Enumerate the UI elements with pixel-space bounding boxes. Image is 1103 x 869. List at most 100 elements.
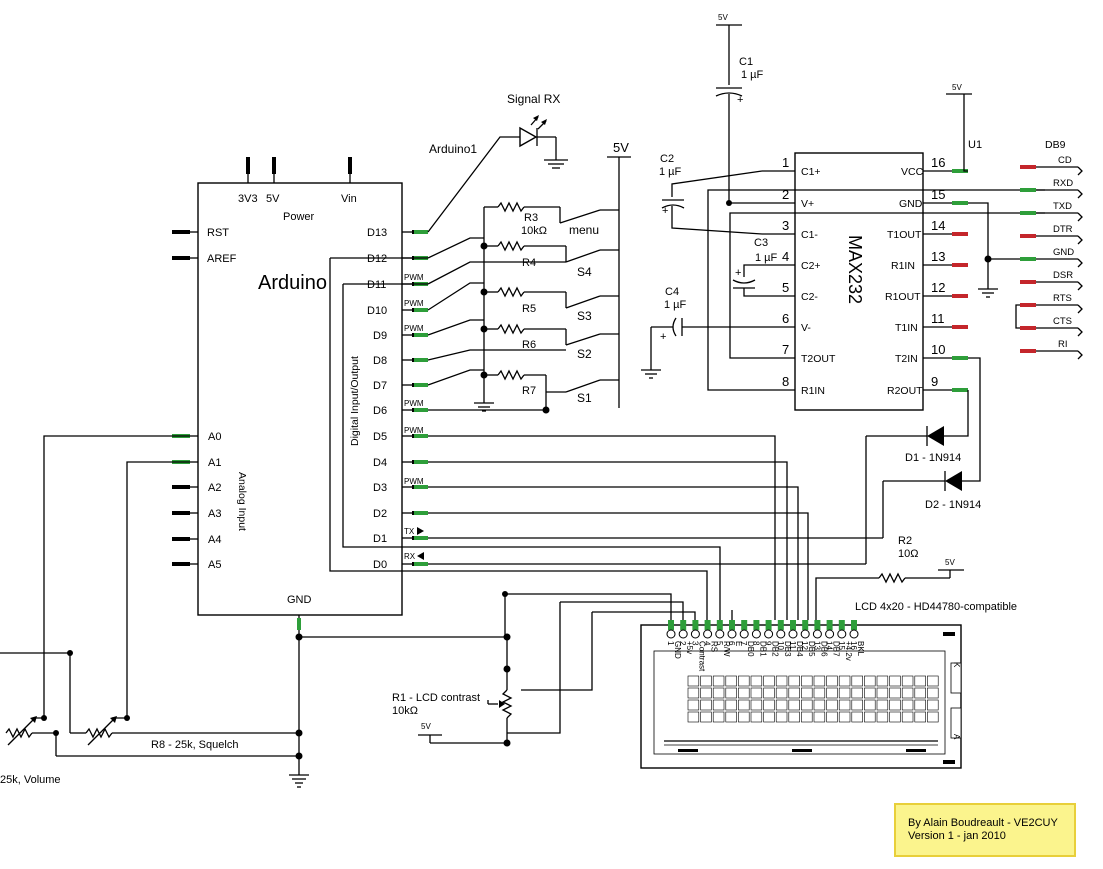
lcd-char-cell [813, 687, 826, 699]
label-d11: D11 [367, 279, 386, 291]
r3-value: 10kΩ [521, 225, 547, 237]
lcd-char-cell [712, 675, 725, 687]
c3-value: 1 µF [755, 252, 778, 264]
r4-ref: R4 [522, 257, 536, 269]
lcd-char-cell [889, 687, 901, 699]
lcd-pin-number: 12 [800, 641, 809, 650]
lcd-pin-number: 1 [666, 641, 675, 646]
power-pin-vin: Vin [341, 193, 357, 205]
svg-text:R1IN: R1IN [891, 260, 915, 272]
lcd-char-cell [788, 711, 800, 723]
svg-text:PWM: PWM [404, 273, 424, 282]
lcd-char-cell [826, 699, 838, 711]
lcd-char-cell [914, 711, 926, 723]
lcd-char-cell [927, 675, 939, 687]
diodes: D1 - 1N914 D2 - 1N914 [865, 357, 981, 564]
db9-pins: CD RXD TXD DTR GND DSR RTS CTS RI [1020, 155, 1083, 360]
svg-text:3: 3 [782, 218, 789, 233]
svg-text:C2-: C2- [801, 291, 818, 303]
label-d6: D6 [373, 405, 387, 417]
svg-text:13: 13 [931, 249, 945, 264]
credit-version: Version 1 - jan 2010 [908, 830, 1006, 842]
lcd-pin-labels: 1GND2+5v3Contrast4RS5R/W6E7DB08DB19DB210… [666, 641, 865, 672]
d2-label: D2 - 1N914 [925, 499, 981, 511]
lcd-char-cell [876, 687, 889, 699]
lcd-char-cell [788, 687, 800, 699]
lcd-pin [765, 620, 772, 630]
lcd-char-cell [826, 675, 838, 687]
c1-value: 1 µF [741, 69, 764, 81]
svg-text:+: + [660, 331, 666, 343]
arduino-title: Arduino [258, 272, 327, 294]
lcd-char-cell [864, 675, 876, 687]
lcd-pin-name: +5v [685, 641, 694, 654]
lcd-pin-name: DB3 [783, 641, 792, 657]
resistor-r2: R2 10Ω 5V [815, 535, 964, 620]
analog-input-label: Analog Input [236, 472, 248, 531]
label-a1: A1 [208, 457, 221, 469]
c4-ref: C4 [665, 286, 679, 298]
max232-body [794, 152, 924, 411]
lcd-pin [802, 620, 809, 630]
lcd-char-cell [775, 699, 788, 711]
lcd-char-cell [687, 711, 700, 723]
lcd-pin-pad [715, 629, 725, 639]
lcd-char-cell [851, 687, 863, 699]
switch-s4-label: S4 [577, 265, 592, 279]
lcd-char-cell [738, 699, 750, 711]
svg-text:C2+: C2+ [801, 260, 821, 272]
rx-tag: RX [404, 552, 416, 561]
lcd-char-cell [826, 711, 838, 723]
svg-text:+: + [735, 267, 741, 279]
capacitor-c1: 5V + C1 1 µF [715, 13, 764, 206]
lcd-pin-name: DB5 [807, 641, 816, 657]
lcd-pin-pad [849, 629, 859, 639]
label-d10: D10 [367, 305, 387, 317]
db9-pin-cts: CTS [1053, 316, 1072, 327]
r3-ref: R3 [524, 212, 538, 224]
credit-box: By Alain Boudreault - VE2CUY Version 1 -… [894, 803, 1076, 857]
c1-5v-label: 5V [718, 13, 728, 22]
power-pin-5v: 5V [266, 193, 280, 205]
vcc-5v-label: 5V [952, 83, 962, 92]
r1-5v-label: 5V [421, 722, 431, 731]
label-d4: D4 [373, 457, 387, 469]
r8-label: R8 - 25k, Squelch [151, 739, 238, 751]
svg-text:9: 9 [931, 374, 938, 389]
pot-r1: R1 - LCD contrast 10kΩ 5V [392, 633, 513, 747]
data-bus-wires [329, 257, 883, 620]
lcd-char-cell [813, 711, 826, 723]
svg-text:15: 15 [931, 187, 945, 202]
pot-volume: 25k, Volume [0, 435, 299, 786]
lcd-character-grid [687, 675, 939, 723]
db9-pin-gnd: GND [1053, 247, 1074, 258]
svg-text:PWM: PWM [404, 324, 424, 333]
r6-ref: R6 [522, 339, 536, 351]
lcd-char-cell [914, 699, 926, 711]
capacitor-c4: C4 1 µF + [641, 286, 762, 379]
lcd-char-cell [838, 699, 851, 711]
svg-text:T1OUT: T1OUT [887, 229, 922, 241]
lcd-char-cell [813, 675, 826, 687]
credit-author: By Alain Boudreault - VE2CUY [908, 817, 1058, 829]
r1-label: R1 - LCD contrast [392, 692, 480, 704]
lcd-char-cell [788, 699, 800, 711]
lcd-pin [668, 620, 674, 630]
volume-label: 25k, Volume [0, 774, 61, 786]
lcd-char-cell [851, 675, 863, 687]
lcd-char-cell [750, 675, 763, 687]
label-d8: D8 [373, 355, 387, 367]
lcd-char-cell [775, 675, 788, 687]
label-a3: A3 [208, 508, 221, 520]
svg-text:+: + [662, 205, 668, 217]
svg-text:GND: GND [899, 198, 923, 210]
max232-title: MAX232 [845, 235, 865, 304]
lcd-char-cell [687, 699, 700, 711]
lcd-char-cell [876, 675, 889, 687]
lcd-pin [729, 620, 735, 630]
lcd-pin-name: GND [673, 641, 682, 659]
lcd-pin-pad [751, 629, 761, 639]
lcd-char-cell [927, 687, 939, 699]
lcd-pin [777, 620, 784, 630]
